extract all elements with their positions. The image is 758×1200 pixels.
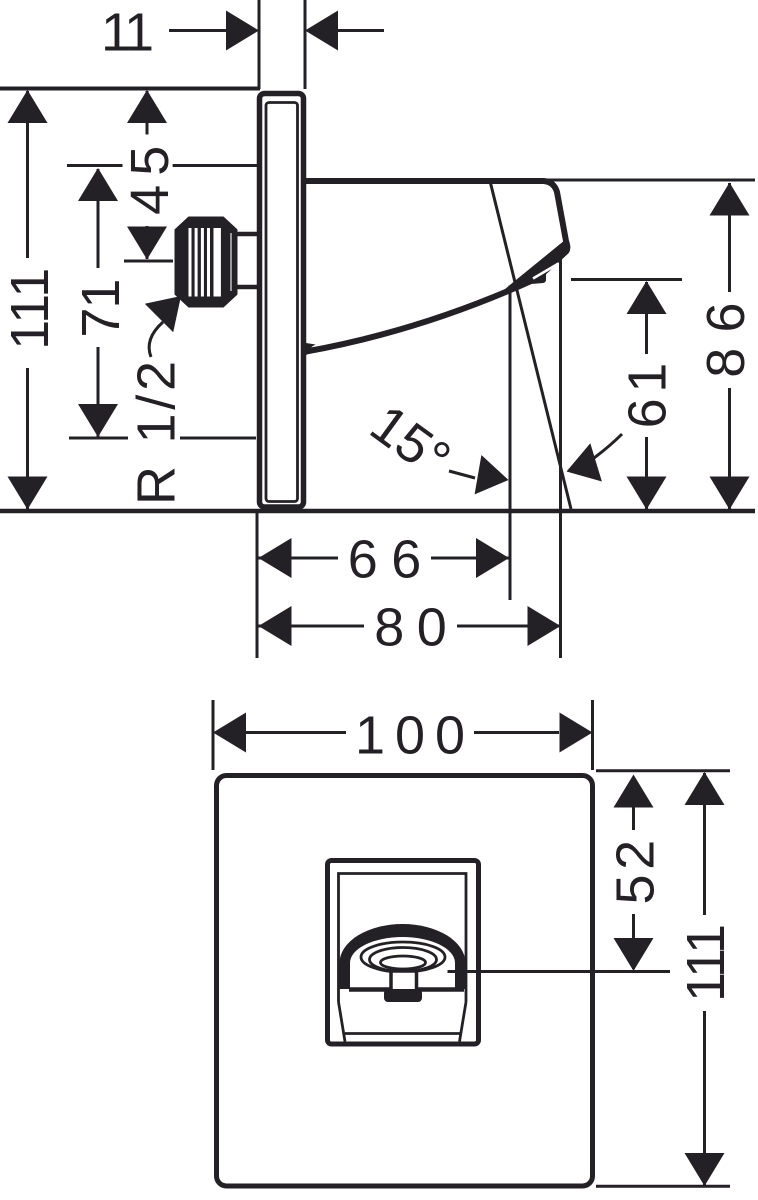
svg-text:71: 71 [71, 280, 131, 338]
svg-text:R 1/2: R 1/2 [127, 357, 187, 505]
svg-text:111: 111 [676, 926, 736, 1002]
svg-text:11: 11 [101, 3, 152, 63]
svg-text:80: 80 [374, 598, 459, 658]
svg-text:45: 45 [120, 137, 180, 215]
svg-text:66: 66 [348, 530, 435, 590]
svg-text:86: 86 [696, 287, 756, 377]
svg-text:100: 100 [355, 706, 475, 766]
svg-text:52: 52 [606, 835, 666, 904]
svg-text:111: 111 [0, 268, 60, 350]
svg-text:61: 61 [618, 357, 678, 428]
